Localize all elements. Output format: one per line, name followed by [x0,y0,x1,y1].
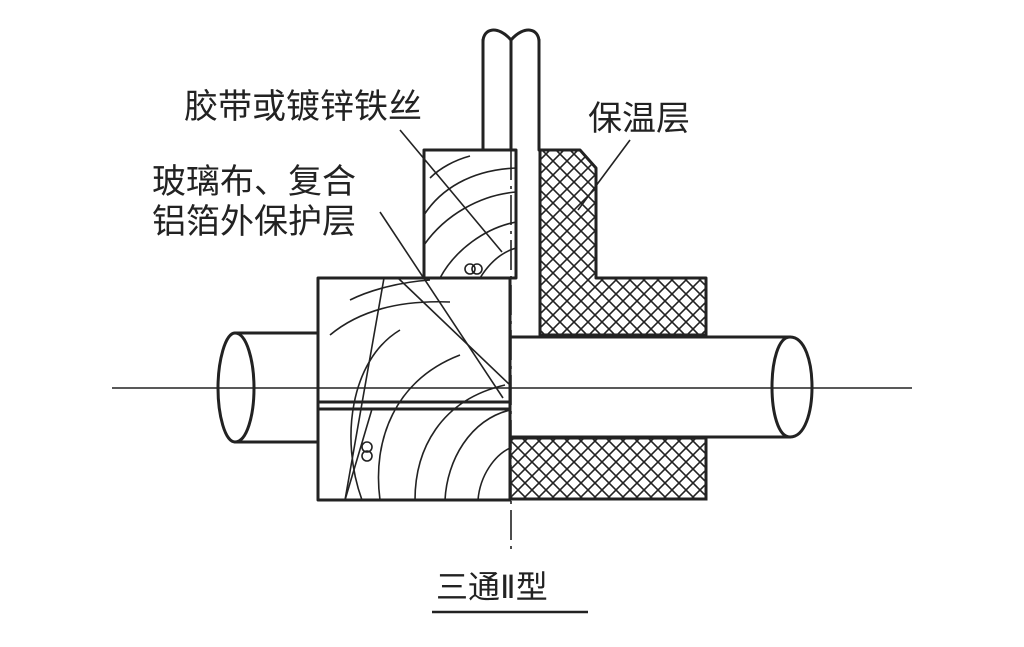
insulation-layer [508,148,708,501]
caption: 三通Ⅱ型 [436,568,548,606]
wire-tie-lower [361,441,373,462]
left-main-pipe [216,331,320,444]
right-main-pipe [508,335,814,439]
leader-insulation [577,139,631,211]
label-insulation: 保温层 [588,99,690,139]
leader-protective [379,211,504,399]
label-binding: 胶带或镀锌铁丝 [184,87,422,127]
label-protective-line1: 玻璃布、复合 [152,162,356,202]
branch-pipe [481,28,541,152]
leader-binding [399,129,503,253]
protective-wrap [316,148,518,502]
wire-tie-upper [464,263,483,275]
label-protective-line2: 铝箔外保护层 [152,202,356,242]
